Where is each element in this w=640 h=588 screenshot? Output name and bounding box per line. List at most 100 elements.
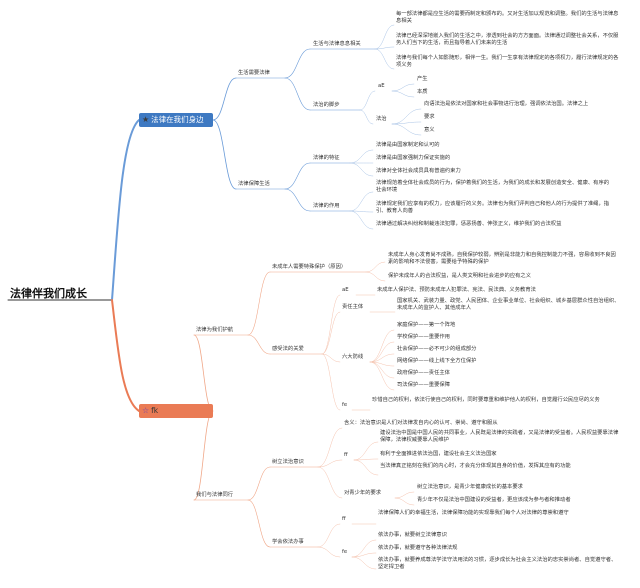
connector-minor-item-0 bbox=[365, 261, 386, 273]
node-care-laws[interactable]: 未成年人保护法、预防未成年人犯罪法、宪法、民法典、义务教育法 bbox=[377, 287, 536, 293]
node-act-fe[interactable]: fe bbox=[342, 549, 348, 555]
connector-aware-teen bbox=[317, 466, 343, 499]
connector-learn-fe-item-0 bbox=[351, 539, 377, 558]
node-awareness-ff-3[interactable]: 当法律真正铭刻在我们的内心时，才会充分体现其自身的价值，发挥其应有的功能 bbox=[380, 463, 571, 469]
node-act-ff-item[interactable]: 法律保障人们的幸福生活，法律保障功能的实现靠我们每个人对法律的尊崇和遵守 bbox=[378, 510, 569, 516]
node-care-ae[interactable]: aE bbox=[342, 287, 349, 293]
connector-protect-minor bbox=[247, 271, 271, 336]
node-steps-ae[interactable]: aE bbox=[378, 83, 385, 89]
node-rule-of-law-steps[interactable]: 法治的脚步 bbox=[313, 102, 340, 108]
connector-walk-learn bbox=[247, 499, 271, 548]
node-feature-1[interactable]: 法律是由国家制定和认可的 bbox=[376, 142, 440, 148]
node-rule-of-law-significance[interactable]: 意义 bbox=[424, 127, 435, 133]
node-defense-government[interactable]: 政府保护——责任主体 bbox=[397, 370, 450, 376]
node-feel-law-care[interactable]: 感受法的关爱 bbox=[272, 346, 304, 352]
node-life-law-related[interactable]: 生活与法律息息相关 bbox=[313, 41, 361, 47]
connector-care-fe bbox=[321, 353, 341, 411]
node-feature-2[interactable]: 法律是由国家强制力保证实施的 bbox=[376, 155, 451, 161]
node-responsible-subjects[interactable]: 责任主体 bbox=[342, 304, 364, 310]
node-minor-reason-1[interactable]: 未成年人身心发育尚不成熟，自我保护较弱，辨别是非能力和自我控制能力不强，容易收到… bbox=[388, 252, 616, 266]
node-rule-of-law[interactable]: 法治 bbox=[376, 116, 387, 122]
node-defense-family[interactable]: 家庭保护——第一个阵地 bbox=[397, 322, 456, 328]
node-defense-school[interactable]: 学校保护——重要作用 bbox=[397, 334, 450, 340]
connector-role-item-1 bbox=[349, 210, 374, 213]
branch-law-around-us-label: 法律在我们身边 bbox=[151, 115, 204, 124]
connector-learn-ff bbox=[317, 523, 341, 548]
connector-b2-protect bbox=[193, 334, 214, 412]
node-role-1[interactable]: 法律规范着全体社会成员的行为，保护着我们的生活，为我们的成长和发展创造安全、健康… bbox=[376, 180, 610, 194]
node-establish-awareness[interactable]: 树立法治意识 bbox=[272, 459, 304, 465]
branch-fk-label: fk bbox=[151, 406, 159, 415]
connector-b2-walk bbox=[193, 410, 214, 501]
node-walk-with-law[interactable]: 我们与法律同行 bbox=[196, 492, 234, 498]
node-responsible-subjects-list[interactable]: 国家机关、武装力量、政党、人民团体、企业事业单位、社会组织、城乡基层群众性自治组… bbox=[397, 298, 620, 312]
connector-learn-fe-item-1 bbox=[351, 552, 377, 558]
node-act-by-law[interactable]: 学会依法办事 bbox=[272, 539, 304, 545]
connector-feat-item-2 bbox=[349, 162, 374, 177]
connector-aware-ff bbox=[317, 459, 343, 468]
connector-rule-item-1 bbox=[391, 121, 422, 125]
node-life-law-item-1[interactable]: 每一部法律都是应生活的需要而制定和颁布的。又对生活加以规范和调整。我们的生活与法… bbox=[396, 11, 619, 25]
connector-teen-item-0 bbox=[394, 491, 415, 499]
node-awareness-ff[interactable]: ff bbox=[344, 452, 348, 458]
connector-feat-item-0 bbox=[349, 149, 374, 164]
node-act-fe-3[interactable]: 依法办事，就要养成尊法学法守法用法的习惯，逐步成长为社会主义法治的忠实崇尚者、自… bbox=[378, 557, 617, 571]
node-steps-origin[interactable]: 产生 bbox=[417, 76, 428, 82]
node-steps-essence[interactable]: 本质 bbox=[417, 89, 428, 95]
connector-step-ae bbox=[359, 90, 376, 111]
node-care-fe[interactable]: fe bbox=[342, 402, 348, 408]
node-law-roles[interactable]: 法律的作用 bbox=[313, 203, 340, 209]
node-teen-req-1[interactable]: 树立法治意识，是青少年健康成长的基本要求 bbox=[417, 484, 523, 490]
node-defense-judicial[interactable]: 司法保护——重要保障 bbox=[397, 382, 450, 388]
node-life-needs-law[interactable]: 生活需要法律 bbox=[238, 70, 270, 76]
node-defense-network[interactable]: 网络保护——线上线下全方位保护 bbox=[397, 358, 477, 364]
connector-step-rule bbox=[359, 109, 374, 125]
connector-care-subject bbox=[321, 311, 341, 355]
node-act-fe-2[interactable]: 依法办事，就要遵守各种法律法规 bbox=[378, 545, 458, 551]
node-act-ff[interactable]: ff bbox=[342, 516, 346, 522]
connector-rule-item-0 bbox=[391, 108, 422, 125]
branch-law-around-us[interactable]: ★法律在我们身边 bbox=[139, 113, 213, 127]
connector-rel-item-0 bbox=[374, 24, 395, 50]
node-care-fe-item[interactable]: 珍惜自己的权利，依法行使自己的权利，同时要尊重和维护他人的权利，自觉履行公民应尽… bbox=[372, 397, 600, 403]
connector-learn-fe bbox=[317, 546, 341, 558]
node-teen-req-2[interactable]: 青少年不仅是法治中国建设的受益者，更应该成为参与者和推动者 bbox=[417, 497, 571, 503]
node-life-law-item-2[interactable]: 法律已经深深地嵌入我们的生活之中，渗透到社会的方方面面。法律通过调整社会关系，不… bbox=[396, 33, 619, 47]
node-rule-of-law-requirements[interactable]: 要求 bbox=[424, 114, 435, 120]
node-rule-of-law-item-1[interactable]: 向语法治是依法对国家和社会事物进行治理，强调依法治国。法律之上 bbox=[424, 101, 589, 107]
node-teen-requirements[interactable]: 对青少年的要求 bbox=[344, 490, 382, 496]
node-act-fe-1[interactable]: 依法办事，就要树立法律意识 bbox=[378, 532, 447, 538]
node-six-defenses[interactable]: 六大防线 bbox=[342, 354, 364, 360]
connector-role-item-2 bbox=[349, 210, 374, 230]
connector-six-item-5 bbox=[369, 361, 395, 391]
connector-guard-role bbox=[284, 188, 311, 212]
node-defense-society[interactable]: 社会保护——必不可少的组成部分 bbox=[397, 346, 477, 352]
connector-aware-ff-item-1 bbox=[353, 458, 379, 461]
connector-life-step bbox=[284, 77, 311, 111]
connector-ae-item-1 bbox=[391, 90, 415, 98]
connector-six-item-0 bbox=[369, 329, 395, 363]
node-role-2[interactable]: 法律规定我们应享有的权力，应该履行的义务。法律也为我们评判自己和他人的行为提供了… bbox=[376, 201, 610, 215]
connector-care-six bbox=[321, 353, 341, 363]
connector-learn-fe-item-2 bbox=[351, 556, 377, 570]
node-feature-3[interactable]: 法律对全体社会成员具有普遍约束力 bbox=[376, 168, 461, 174]
node-law-features[interactable]: 法律的特征 bbox=[313, 155, 340, 161]
connector-rel-item-2 bbox=[374, 48, 395, 70]
branch-fk[interactable]: ☆fk bbox=[139, 404, 213, 418]
node-awareness-ff-1[interactable]: 建设法治中国是中国人民的共同事业，人民既是法律的实践者，又是法律的受益者。人民权… bbox=[380, 430, 619, 444]
node-awareness-meaning[interactable]: 含义：法治意识是人们对法律发自内心的认可、崇尚、遵守和服从 bbox=[344, 420, 498, 426]
connector-aware-ff-item-2 bbox=[353, 459, 379, 476]
node-role-3[interactable]: 法律通过解决纠纷和制裁违法犯罪，惩恶扬善、伸张正义，维护我们的合法权益 bbox=[376, 221, 562, 227]
node-minor-special-protection[interactable]: 未成年人需要特殊保护（原因） bbox=[272, 264, 347, 270]
connector-walk-aware bbox=[247, 466, 271, 501]
connector-root-branch1 bbox=[111, 119, 140, 301]
node-life-law-item-3[interactable]: 法律与我们每个人如影随形，相伴一生。我们一生享有法律规定的各项权力，履行法律规定… bbox=[396, 55, 619, 69]
connector-teen-item-1 bbox=[394, 497, 415, 506]
node-law-protects-life[interactable]: 法律保障生活 bbox=[238, 181, 270, 187]
node-awareness-ff-2[interactable]: 有利于全面推进依法治国，建设社会主义法治国家 bbox=[380, 451, 497, 457]
connector-b1-life bbox=[212, 77, 237, 121]
connector-b1-guard bbox=[212, 119, 237, 190]
root-topic[interactable]: 法律伴我们成长 bbox=[10, 287, 87, 300]
node-law-escorts-us[interactable]: 法律为我们护航 bbox=[196, 327, 234, 333]
node-minor-reason-2[interactable]: 保护未成年人的合法权益，是人类文明和社会进步的应有之义 bbox=[388, 273, 532, 279]
